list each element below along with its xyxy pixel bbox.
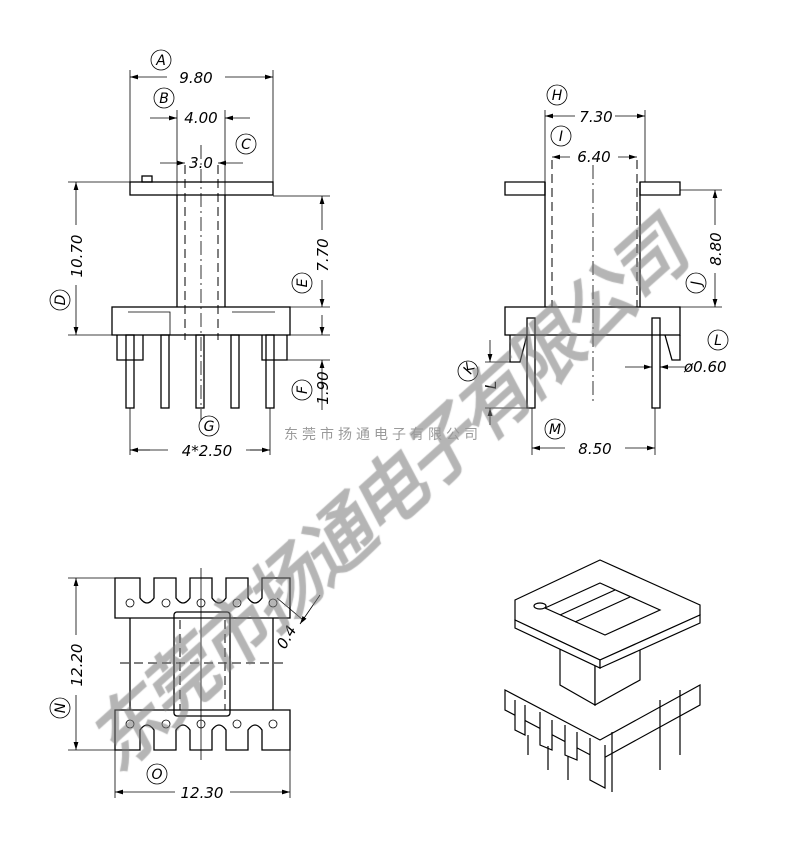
- dim-tag-a: A: [155, 53, 166, 69]
- dim-b: 4.00: [184, 109, 217, 127]
- dim-tag-l: L: [714, 333, 722, 349]
- pins: [125, 334, 275, 409]
- front-view: A 9.80 B 4.00 C 3.0 10.70 D 7.70 E 1.90 …: [49, 49, 332, 460]
- dim-j: 8.80: [707, 232, 725, 265]
- dim-tag-i: I: [559, 129, 563, 145]
- dim-tag-e: E: [295, 278, 311, 287]
- dim-m: 8.50: [578, 440, 611, 458]
- dim-k: L: [482, 381, 500, 389]
- dim-h: 7.30: [579, 108, 612, 126]
- dim-tag-b: B: [159, 91, 169, 107]
- dim-l: ø0.60: [683, 358, 727, 376]
- dim-g: 4*2.50: [182, 442, 232, 460]
- dim-d: 10.70: [68, 235, 86, 278]
- dim-tag-d: D: [53, 294, 69, 305]
- dim-i: 6.40: [577, 148, 610, 166]
- dim-f: 1.90: [314, 371, 332, 404]
- dim-hole: 0.4: [273, 622, 301, 652]
- isometric-view: [504, 559, 701, 792]
- dim-tag-o: O: [151, 767, 162, 783]
- dim-c: 3.0: [189, 154, 213, 172]
- dim-tag-c: C: [241, 137, 251, 153]
- dim-tag-n: N: [53, 702, 69, 713]
- dim-tag-k: K: [460, 359, 479, 377]
- dim-tag-f: F: [295, 385, 311, 394]
- dim-e: 7.70: [314, 238, 332, 271]
- bottom-view: 0.4 12.20 N 12.30 O: [49, 568, 321, 802]
- dim-tag-g: G: [204, 419, 215, 435]
- side-view: H 7.30 I 6.40 8.80 J L K ø0.60 L 8.50 M: [457, 84, 729, 458]
- dim-tag-m: M: [549, 422, 561, 438]
- dim-o: 12.30: [181, 784, 224, 802]
- dim-tag-j: J: [689, 281, 705, 288]
- dim-a: 9.80: [179, 69, 212, 87]
- watermark-small: 东莞市扬通电子有限公司: [284, 427, 482, 443]
- dim-n: 12.20: [68, 644, 86, 687]
- dim-tag-h: H: [552, 88, 563, 104]
